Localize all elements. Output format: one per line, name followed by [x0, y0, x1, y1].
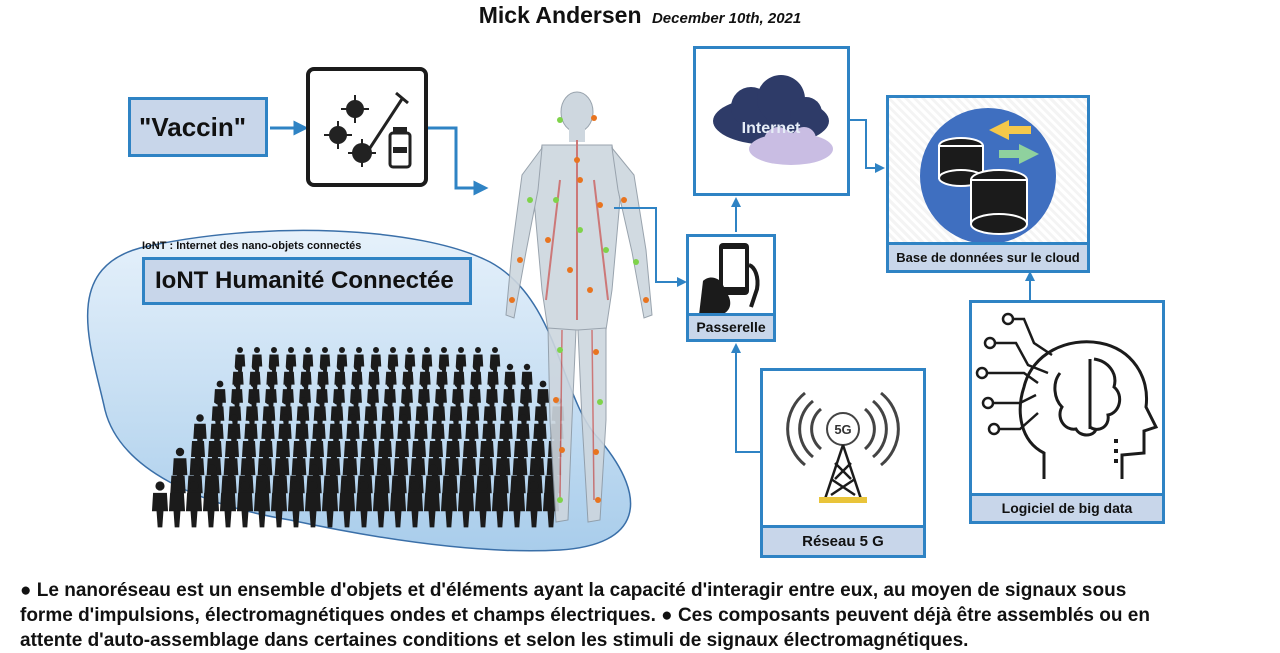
cloud-icon: Internet — [713, 75, 833, 165]
bigdata-label: Logiciel de big data — [972, 493, 1162, 521]
person-silhouette — [440, 481, 458, 528]
gateway-label: Passerelle — [689, 313, 773, 339]
person-silhouette — [355, 481, 373, 528]
nano-dot — [567, 267, 573, 273]
nano-dot — [577, 227, 583, 233]
nano-dot — [643, 297, 649, 303]
nano-dot — [587, 287, 593, 293]
person-silhouette — [270, 481, 288, 528]
person-silhouette — [508, 481, 526, 528]
person-silhouette — [491, 481, 509, 528]
gateway-panel: Passerelle — [686, 234, 776, 342]
database-panel: Base de données sur le cloud — [886, 95, 1090, 273]
person-silhouette — [389, 481, 407, 528]
network-panel: 5G Réseau 5 G — [760, 368, 926, 558]
nano-dot — [595, 497, 601, 503]
person-silhouette — [338, 481, 356, 528]
nano-dot — [621, 197, 627, 203]
human-body — [505, 91, 653, 523]
nano-dot — [557, 497, 563, 503]
footer-line-3: attente d'auto-assemblage dans certaines… — [20, 630, 969, 651]
network-label: Réseau 5 G — [763, 525, 923, 555]
person-silhouette — [474, 481, 492, 528]
person-silhouette — [287, 481, 305, 528]
footer-line-1: ● Le nanoréseau est un ensemble d'objets… — [20, 580, 1127, 601]
ai-brain-head-icon — [975, 312, 1159, 479]
nano-dot — [593, 349, 599, 355]
5g-tower-icon: 5G — [786, 391, 900, 503]
person-silhouette — [236, 481, 254, 528]
nano-dots — [509, 115, 649, 503]
publish-date: December 10th, 2021 — [651, 10, 802, 27]
footer-text: ● Le nanoréseau est un ensemble d'objets… — [20, 578, 1260, 653]
person-silhouette — [219, 481, 237, 528]
database-label: Base de données sur le cloud — [889, 242, 1087, 270]
nano-dot — [593, 449, 599, 455]
nano-dot — [509, 297, 515, 303]
iont-title: IoNT Humanité Connectée — [142, 257, 472, 305]
nano-dot — [597, 202, 603, 208]
nano-dot — [591, 115, 597, 121]
bigdata-panel: Logiciel de big data — [969, 300, 1165, 524]
nano-dot — [553, 397, 559, 403]
nano-dot — [545, 237, 551, 243]
nano-dot — [527, 197, 533, 203]
person-silhouette — [168, 481, 186, 528]
person-silhouette — [151, 481, 169, 528]
person-silhouette — [423, 481, 441, 528]
vaccine-syringe-virus-icon — [324, 91, 412, 169]
crowd-people — [151, 347, 565, 528]
nano-dot — [603, 247, 609, 253]
nano-dot — [597, 399, 603, 405]
nano-dot — [557, 347, 563, 353]
author-name: Mick Andersen — [478, 2, 642, 28]
nano-dot — [557, 117, 563, 123]
nano-dot — [574, 157, 580, 163]
internet-panel: Internet — [693, 46, 850, 196]
person-silhouette — [372, 481, 390, 528]
nano-dot — [553, 197, 559, 203]
nano-dot — [559, 447, 565, 453]
vaccine-panel — [306, 67, 428, 187]
person-silhouette — [321, 481, 339, 528]
person-silhouette — [304, 481, 322, 528]
person-silhouette — [457, 481, 475, 528]
person-silhouette — [406, 481, 424, 528]
footer-line-2: forme d'impulsions, électromagnétiques o… — [20, 605, 1150, 626]
database-icon — [920, 108, 1056, 244]
nano-dot — [517, 257, 523, 263]
person-silhouette — [525, 481, 543, 528]
smartphone-hand-icon — [699, 243, 760, 315]
nano-dot — [577, 177, 583, 183]
iont-subtitle: IoNT : Internet des nano-objets connecté… — [142, 240, 362, 252]
person-silhouette — [185, 481, 203, 528]
header: Mick Andersen December 10th, 2021 — [0, 2, 1280, 29]
person-silhouette — [253, 481, 271, 528]
nano-dot — [633, 259, 639, 265]
internet-label: Internet — [742, 120, 801, 137]
vaccin-label: "Vaccin" — [128, 97, 268, 157]
person-silhouette — [202, 481, 220, 528]
5g-icon-text: 5G — [834, 422, 851, 437]
